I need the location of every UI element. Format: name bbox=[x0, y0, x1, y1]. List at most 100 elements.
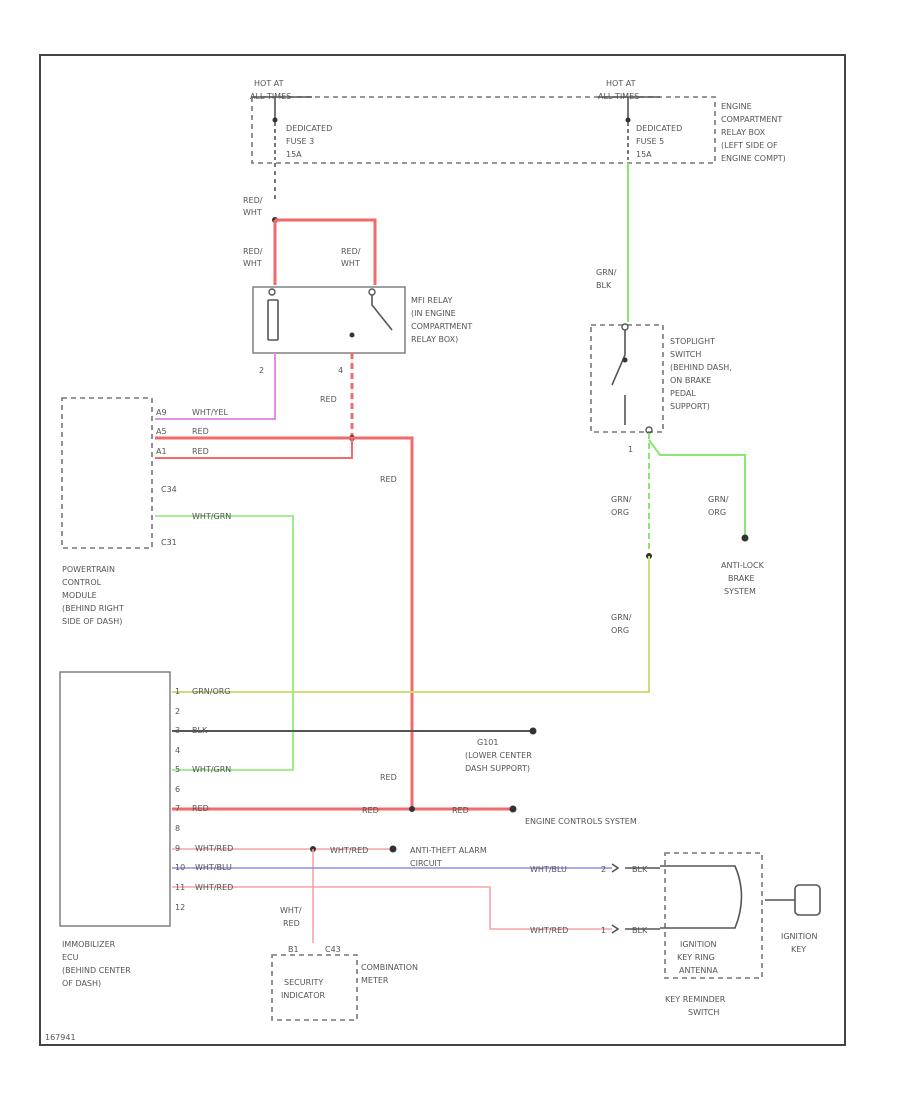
pcm-label-5: SIDE OF DASH) bbox=[62, 617, 122, 626]
wire-color-whtred-a: WHT/RED bbox=[330, 846, 368, 855]
security-pin-c43: C43 bbox=[325, 945, 341, 954]
engine-controls-label: ENGINE CONTROLS SYSTEM bbox=[525, 817, 637, 826]
fuse-5-label-3: 15A bbox=[636, 150, 652, 159]
wire-color-grnblk: GRN/ bbox=[596, 268, 617, 277]
fuse-3-terminal bbox=[272, 117, 278, 123]
pcm-wire-a9: WHT/YEL bbox=[192, 408, 228, 417]
wire-color-grnorg-c: GRN/ bbox=[611, 613, 632, 622]
imm-wire-5: WHT/GRN bbox=[192, 765, 231, 774]
security-indicator-label-2: INDICATOR bbox=[281, 991, 325, 1000]
wire-color-red-c1: RED bbox=[362, 806, 379, 815]
g101-label-2: (LOWER CENTER bbox=[465, 751, 532, 760]
pcm-label-3: MODULE bbox=[62, 591, 97, 600]
labels: HOT AT ALL TIMES HOT AT ALL TIMES DEDICA… bbox=[45, 79, 817, 1042]
engine-compartment-label-5: ENGINE COMPT) bbox=[721, 154, 786, 163]
mfi-relay-label-2: (IN ENGINE bbox=[411, 309, 456, 318]
key-reminder-label: KEY REMINDER bbox=[665, 995, 726, 1004]
wire-color-redwht-a2: WHT bbox=[243, 208, 262, 217]
security-indicator-label: SECURITY bbox=[284, 978, 323, 987]
wire-color-redwht-c2: WHT bbox=[341, 259, 360, 268]
wire-grn-org-abs bbox=[648, 439, 746, 537]
hot-label-left: HOT AT bbox=[254, 79, 284, 88]
wire-color-grnorg-c2: ORG bbox=[611, 626, 629, 635]
mfi-pin-2: 2 bbox=[259, 366, 264, 375]
splice-red-7 bbox=[409, 806, 415, 812]
key-reminder-switch-box bbox=[664, 852, 763, 979]
wire-red-a1 bbox=[155, 438, 353, 459]
immobilizer-label: IMMOBILIZER bbox=[62, 940, 116, 949]
stoplight-terminal-top bbox=[621, 323, 629, 331]
imm-wire-9: WHT/RED bbox=[195, 844, 233, 853]
stoplight-label-4: ON BRAKE bbox=[670, 376, 711, 385]
fuse-3-label: DEDICATED bbox=[286, 124, 332, 133]
ignition-key-head bbox=[794, 884, 821, 916]
stoplight-label-5: PEDAL bbox=[670, 389, 696, 398]
wire-red-main bbox=[155, 436, 414, 807]
g101-label: G101 bbox=[477, 738, 498, 747]
ignition-ring-label-3: ANTENNA bbox=[679, 966, 718, 975]
security-pin-b1: B1 bbox=[288, 945, 299, 954]
key-reminder-wire-1: BLK bbox=[632, 926, 648, 935]
mfi-switch-terminal bbox=[368, 288, 376, 296]
wire-color-redwht-a: RED/ bbox=[243, 196, 263, 205]
engine-compartment-relay-box bbox=[251, 96, 716, 164]
pcm-label: POWERTRAIN bbox=[62, 565, 115, 574]
imm-pin-1: 1 bbox=[175, 687, 180, 696]
imm-pin-4: 4 bbox=[175, 746, 180, 755]
engine-compartment-label-3: RELAY BOX bbox=[721, 128, 766, 137]
fuse-5-label-2: FUSE 5 bbox=[636, 137, 664, 146]
wire-color-grnorg-a: GRN/ bbox=[611, 495, 632, 504]
diagram-frame bbox=[39, 54, 846, 1046]
g101-label-3: DASH SUPPORT) bbox=[465, 764, 530, 773]
stoplight-switch-box bbox=[590, 324, 664, 433]
imm-wire-1: GRN/ORG bbox=[192, 687, 231, 696]
wire-color-redwht-b2: WHT bbox=[243, 259, 262, 268]
imm-pin-5: 5 bbox=[175, 765, 180, 774]
stoplight-label-6: SUPPORT) bbox=[670, 402, 710, 411]
hot-label-right: HOT AT bbox=[606, 79, 636, 88]
hot-label-left-2: ALL TIMES bbox=[250, 92, 291, 101]
fuse-5-terminal bbox=[625, 117, 631, 123]
fuse-5-label: DEDICATED bbox=[636, 124, 682, 133]
pcm-label-2: CONTROL bbox=[62, 578, 102, 587]
imm-pin-12: 12 bbox=[175, 903, 185, 912]
imm-wire-3: BLK bbox=[192, 726, 208, 735]
stoplight-label-3: (BEHIND DASH, bbox=[670, 363, 732, 372]
imm-pin-3: 3 bbox=[175, 726, 180, 735]
pcm-wire-c1: WHT/GRN bbox=[192, 512, 231, 521]
imm-pin-7: 7 bbox=[175, 804, 180, 813]
key-reminder-pin-1-num: 1 bbox=[601, 926, 606, 935]
mfi-pin-4: 4 bbox=[338, 366, 343, 375]
ignition-key-label: IGNITION bbox=[781, 932, 817, 941]
combination-meter-label-2: METER bbox=[361, 976, 389, 985]
stoplight-contact bbox=[622, 357, 628, 363]
wire-color-whtred-v: WHT/ bbox=[280, 906, 302, 915]
mfi-relay-label-4: RELAY BOX) bbox=[411, 335, 458, 344]
mfi-coil-terminal bbox=[268, 288, 276, 296]
mfi-relay-switch bbox=[371, 295, 393, 331]
powertrain-control-module bbox=[61, 397, 153, 549]
imm-pin-11: 11 bbox=[175, 883, 185, 892]
wire-color-whtblu-b: WHT/BLU bbox=[530, 865, 567, 874]
engine-compartment-label-2: COMPARTMENT bbox=[721, 115, 782, 124]
abs-label: ANTI-LOCK bbox=[721, 561, 765, 570]
imm-pin-9: 9 bbox=[175, 844, 180, 853]
wire-wht-grn bbox=[155, 515, 294, 771]
wire-color-red-low: RED bbox=[380, 773, 397, 782]
wire-grn-org-imm bbox=[172, 556, 650, 693]
wire-color-redwht-b: RED/ bbox=[243, 247, 263, 256]
wire-color-whtred-b: WHT/RED bbox=[530, 926, 568, 935]
stoplight-pin-1: 1 bbox=[628, 445, 633, 454]
wire-color-red-vert: RED bbox=[380, 475, 397, 484]
pcm-connector-c1: C31 bbox=[161, 538, 177, 547]
g101-ground bbox=[529, 727, 537, 735]
key-reminder-pin-2-num: 2 bbox=[601, 865, 606, 874]
diagram-code: 167941 bbox=[45, 1033, 76, 1042]
imm-pin-6: 6 bbox=[175, 785, 180, 794]
abs-label-2: BRAKE bbox=[728, 574, 755, 583]
anti-theft-label: ANTI-THEFT ALARM bbox=[410, 846, 487, 855]
imm-wire-11: WHT/RED bbox=[195, 883, 233, 892]
key-reminder-wire-2: BLK bbox=[632, 865, 648, 874]
immobilizer-label-3: (BEHIND CENTER bbox=[62, 966, 131, 975]
